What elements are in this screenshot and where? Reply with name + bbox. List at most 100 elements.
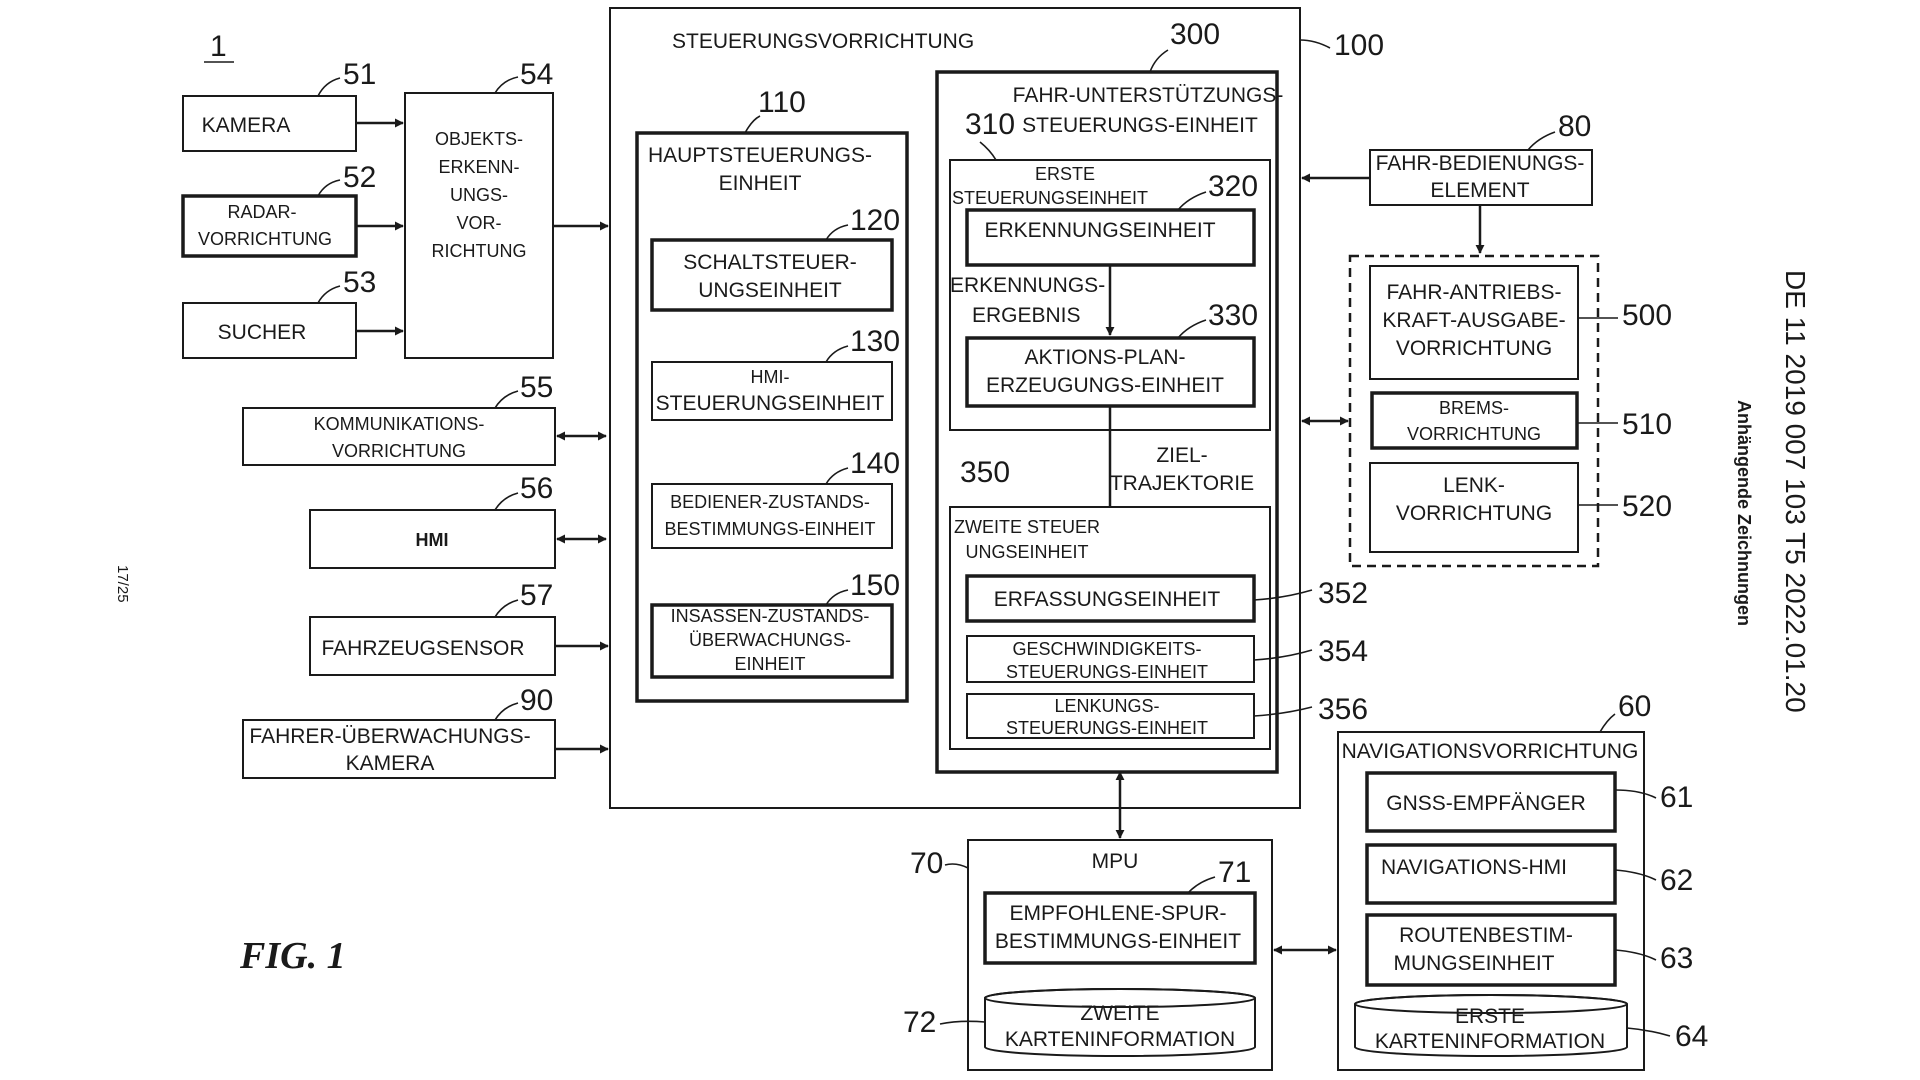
spurbestimmung-leader [1187,876,1216,894]
erste-steuerung-leader [979,141,997,161]
kommunikation-ref: 55 [520,371,553,404]
spurbestimmung-label-2: BESTIMMUNGS-EINHEIT [995,930,1241,953]
erfassung-leader [1253,589,1313,601]
sucher-label: SUCHER [218,321,307,344]
steuerung-leader [1299,39,1331,49]
lenk-box: LENK- VORRICHTUNG 520 [1369,462,1672,553]
kamera-ref: 51 [343,58,376,91]
erfassung-label: ERFASSUNGSEINHEIT [994,588,1221,611]
insassen-zustand-leader [825,589,849,606]
fahrzeugsensor-ref: 57 [520,579,553,612]
bediener-zustand-box: BEDIENER-ZUSTANDS- BESTIMMUNGS-EINHEIT 1… [651,447,900,549]
hauptsteuerung-leader [744,115,761,134]
lenk-label-2: VORRICHTUNG [1396,502,1552,525]
aktionsplan-label-1: AKTIONS-PLAN- [1024,346,1185,369]
hmi-steuerung-ref: 130 [850,325,900,358]
routenbestimmung-box: ROUTENBESTIM- MUNGSEINHEIT 63 [1365,913,1693,987]
erste-steuerung-ref: 310 [965,108,1015,141]
fahrzeugsensor-box: FAHRZEUGSENSOR 57 [309,579,556,676]
lenkung-steuerung-label-1: LENKUNGS- [1054,696,1159,716]
lenk-ref: 520 [1622,490,1672,523]
gnss-leader [1614,789,1657,799]
lenkung-steuerung-leader [1253,706,1313,717]
steuerung-title: STEUERUNGSVORRICHTUNG [672,30,974,53]
geschwindigkeit-ref: 354 [1318,635,1368,668]
zweite-karte-ref: 72 [903,1006,936,1039]
bedienelement-box: FAHR-BEDIENUNGS- ELEMENT 80 [1369,110,1593,206]
erste-steuerung-label-1: ERSTE [1035,164,1095,184]
hmi-leader [494,492,519,511]
zweite-karte-label-2: KARTENINFORMATION [1005,1028,1235,1051]
radar-ref: 52 [343,161,376,194]
geschwindigkeit-box: GESCHWINDIGKEITS- STEUERUNGS-EINHEIT 354 [966,635,1368,683]
radar-box: RADAR- VORRICHTUNG 52 [181,161,376,258]
navigation-leader [1599,713,1616,733]
gnss-box: GNSS-EMPFÄNGER 61 [1365,771,1693,833]
sucher-leader [317,285,341,304]
bediener-zustand-ref: 140 [850,447,900,480]
navigations-hmi-leader [1614,869,1657,881]
navigation-ref: 60 [1618,690,1651,723]
erkennungsergebnis-label-1: ERKENNUNGS- [950,274,1105,297]
brems-label-2: VORRICHTUNG [1407,424,1541,444]
erste-karte-label-1: ERSTE [1455,1005,1525,1028]
objekt-ref: 54 [520,58,553,91]
geschwindigkeit-label-1: GESCHWINDIGKEITS- [1012,639,1201,659]
zweite-karte-label-1: ZWEITE [1080,1002,1159,1025]
bedienelement-label-2: ELEMENT [1430,179,1529,202]
kamera-box: KAMERA 51 [182,58,376,152]
navigations-hmi-ref: 62 [1660,864,1693,897]
fahrerkamera-ref: 90 [520,684,553,717]
zweite-karte-leader [939,1020,986,1025]
erste-karte-label-2: KARTENINFORMATION [1375,1030,1605,1053]
insassen-zustand-label-3: EINHEIT [734,654,805,674]
kommunikation-leader [494,390,519,409]
zweite-karte-cylinder: ZWEITE KARTENINFORMATION 72 [903,988,1256,1057]
erste-karte-leader [1626,1027,1671,1037]
gnss-label: GNSS-EMPFÄNGER [1386,792,1586,815]
hauptsteuerung-label-2: EINHEIT [719,172,802,195]
navigations-hmi-box: NAVIGATIONS-HMI 62 [1365,843,1693,905]
lenkung-steuerung-box: LENKUNGS- STEUERUNGS-EINHEIT 356 [966,693,1368,739]
gnss-ref: 61 [1660,781,1693,814]
insassen-zustand-label-1: INSASSEN-ZUSTANDS- [671,606,870,626]
figure-label: FIG. 1 [239,935,346,977]
radar-label-1: RADAR- [227,202,296,222]
zweite-steuerung-label-1: ZWEITE STEUER [954,517,1100,537]
schaltsteuer-leader [825,224,849,241]
mpu-ref: 70 [910,847,943,880]
sucher-box: SUCHER 53 [182,266,376,359]
aktionsplan-leader [1177,319,1207,339]
brems-label-1: BREMS- [1439,398,1509,418]
erfassung-ref: 352 [1318,577,1368,610]
routenbestimmung-leader [1614,949,1657,961]
hmi-steuerung-label-1: HMI- [751,367,790,387]
side-doc-number: DE 11 2019 007 103 T5 2022.01.20 [1780,270,1811,713]
zweite-steuerung-ref: 350 [960,456,1010,489]
bediener-zustand-label-2: BESTIMMUNGS-EINHEIT [664,519,875,539]
spurbestimmung-ref: 71 [1218,856,1251,889]
schaltsteuer-ref: 120 [850,204,900,237]
radar-label-2: VORRICHTUNG [198,229,332,249]
antrieb-label-1: FAHR-ANTRIEBS- [1386,281,1561,304]
objekt-label-1: OBJEKTS- [435,129,523,149]
objekt-leader [494,76,519,94]
navigation-title: NAVIGATIONSVORRICHTUNG [1342,740,1639,763]
antrieb-ref: 500 [1622,299,1672,332]
fahrzeugsensor-label: FAHRZEUGSENSOR [321,637,524,660]
schaltsteuer-label-1: SCHALTSTEUER- [683,251,856,274]
fahrerkamera-label-2: KAMERA [346,752,435,775]
objekt-label-5: RICHTUNG [432,241,527,261]
system-ref-number: 1 [210,30,227,63]
fahrerkamera-box: FAHRER-ÜBERWACHUNGS- KAMERA 90 [242,684,556,779]
lenkung-steuerung-ref: 356 [1318,693,1368,726]
fahrunterstuetzung-leader [1149,49,1169,73]
fahrzeugsensor-leader [494,599,519,618]
sucher-ref: 53 [343,266,376,299]
geschwindigkeit-leader [1253,649,1313,661]
lenk-label-1: LENK- [1443,474,1505,497]
kamera-leader [317,77,341,97]
erfassung-box: ERFASSUNGSEINHEIT 352 [965,574,1368,623]
objekt-label-3: UNGS- [450,185,508,205]
